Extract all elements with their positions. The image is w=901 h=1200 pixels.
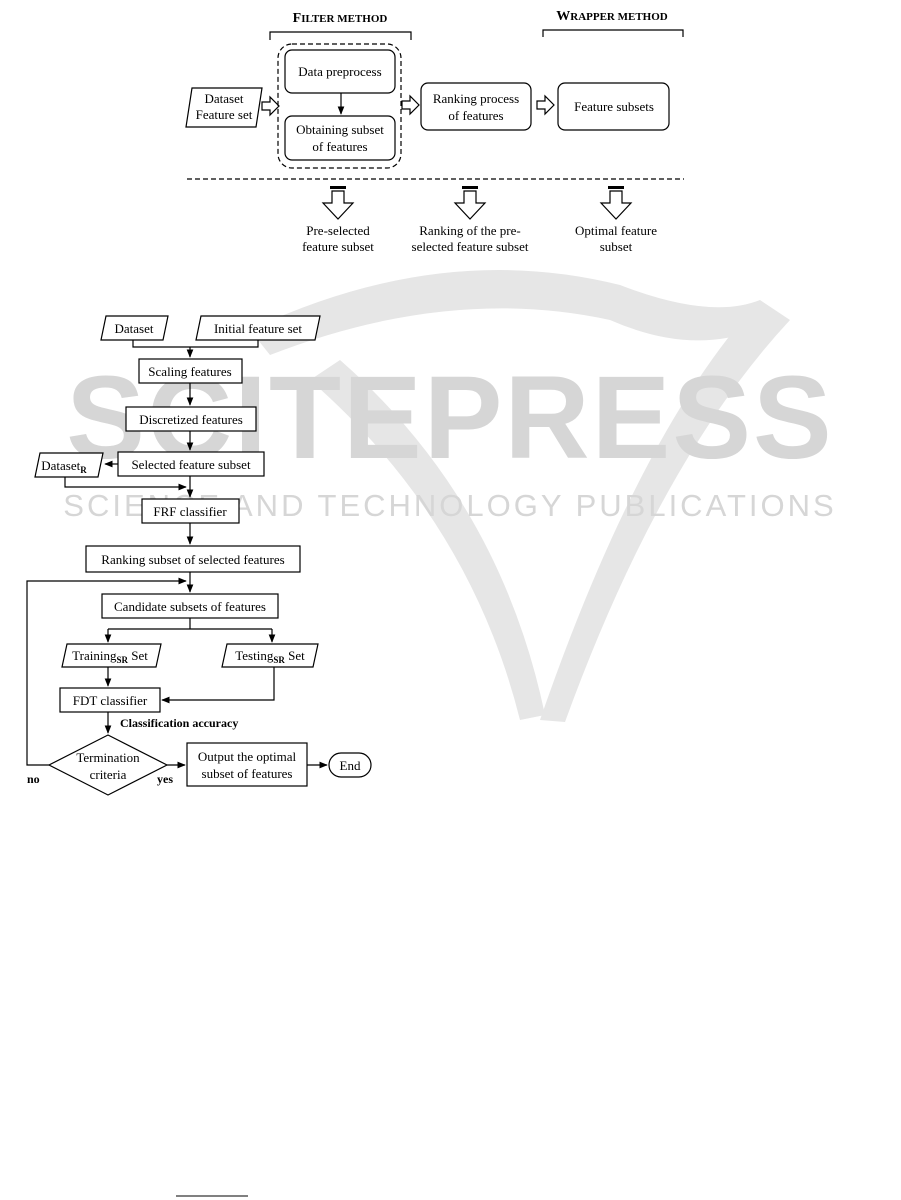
wrapper-method-heading: WRAPPER METHOD [556, 9, 668, 24]
obtaining-subset-line2: of features [312, 139, 367, 154]
ranking-process-line1: Ranking process [433, 91, 519, 106]
fdt-classifier-box [59, 687, 161, 713]
feature-subsets-label: Feature subsets [574, 99, 654, 114]
end-label: End [340, 758, 361, 773]
dataset-input [100, 315, 169, 341]
data-preprocess-box [284, 49, 396, 94]
selected-feature-subset-label: Selected feature subset [131, 457, 251, 472]
output-arrow-3 [599, 186, 633, 220]
output-2-line1: Ranking of the pre- [419, 223, 520, 238]
selected-feature-subset-box [117, 451, 265, 477]
output-3-line2: subset [600, 239, 633, 254]
arrow-filter-to-ranking [401, 94, 420, 116]
training-set-input [61, 643, 162, 668]
watermark: SCITEPRESS SCIENCE AND TECHNOLOGY PUBLIC… [63, 270, 834, 722]
method-overview: FILTER METHOD WRAPPER METHOD Dataset Fea… [185, 9, 684, 254]
filter-method-group [277, 43, 402, 169]
ranking-subset-box [85, 545, 301, 573]
no-label: no [27, 772, 40, 786]
no-loop-arrow [26, 577, 187, 766]
candidate-subsets-box [101, 593, 279, 619]
frf-classifier-label: FRF classifier [153, 504, 227, 519]
output-1-line1: Pre-selected [306, 223, 370, 238]
filter-method-heading: FILTER METHOD [293, 11, 388, 26]
ranking-subset-label: Ranking subset of selected features [101, 552, 284, 567]
watermark-book-left [310, 360, 545, 720]
arrow-input-to-filter [261, 95, 280, 117]
arrow-ranking-to-subsets [536, 94, 555, 116]
obtaining-subset-line1: Obtaining subset [296, 122, 384, 137]
ranking-process-line2: of features [448, 108, 503, 123]
dataset-feature-set-input [185, 87, 263, 128]
discretized-features-label: Discretized features [139, 412, 243, 427]
fdt-classifier-label: FDT classifier [73, 693, 148, 708]
feature-subsets-box [557, 82, 670, 131]
ranking-process-box [420, 82, 532, 131]
training-set-label: TrainingSR Set [72, 648, 148, 665]
initial-feature-set-input [195, 315, 321, 341]
candidate-subsets-label: Candidate subsets of features [114, 599, 266, 614]
input-line1: Dataset [205, 91, 244, 106]
watermark-book-top [250, 270, 760, 355]
termination-line1: Termination [76, 750, 140, 765]
testing-set-label: TestingSR Set [235, 648, 305, 665]
output-arrow-1 [321, 186, 355, 220]
dataset-label: Dataset [115, 321, 154, 336]
merge-inputs-line [132, 340, 259, 348]
testing-set-input [221, 643, 319, 668]
discretized-features-box [125, 406, 257, 432]
feature-selection-flowchart: Dataset Initial feature set Scaling feat… [26, 315, 372, 796]
yes-label: yes [157, 772, 173, 786]
initial-feature-set-label: Initial feature set [214, 321, 302, 336]
termination-line2: criteria [90, 767, 127, 782]
end-terminator [328, 752, 372, 778]
output-optimal-subset-box [186, 742, 308, 787]
data-preprocess-label: Data preprocess [298, 64, 381, 79]
dataset-r-label: DatasetR [41, 458, 87, 475]
wrapper-method-bracket [542, 29, 684, 37]
scaling-features-label: Scaling features [148, 364, 231, 379]
output-1-line2: feature subset [302, 239, 374, 254]
filter-method-bracket [269, 31, 412, 40]
dataset-r-input [34, 452, 104, 478]
output-line1: Output the optimal [198, 749, 297, 764]
output-3-line1: Optimal feature [575, 223, 657, 238]
output-2-line2: selected feature subset [412, 239, 529, 254]
frf-classifier-box [141, 498, 240, 524]
output-arrow-2 [453, 186, 487, 220]
termination-criteria-decision [47, 734, 169, 796]
arrow-dataset-r-to-frf [64, 477, 187, 491]
obtaining-subset-box [284, 115, 396, 161]
input-line2: Feature set [196, 107, 253, 122]
watermark-book-right [540, 300, 790, 722]
classification-accuracy-label: Classification accuracy [120, 716, 238, 730]
output-line2: subset of features [202, 766, 293, 781]
arrow-testing-to-fdt [161, 667, 275, 704]
